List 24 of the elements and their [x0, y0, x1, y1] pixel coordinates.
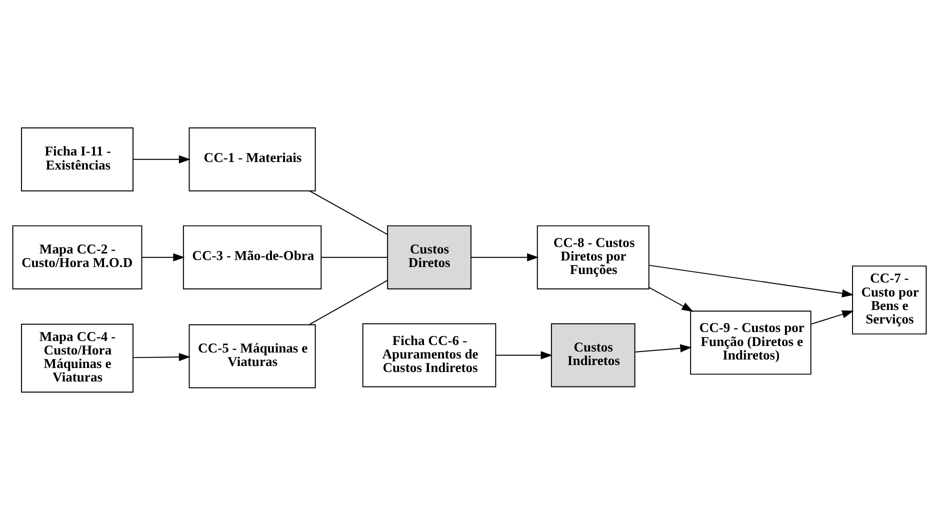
node-box: CC-5 - Máquinas e Viaturas [188, 324, 316, 388]
arrow [810, 310, 854, 325]
node-box: CC-7 - Custo por Bens e Serviços [852, 266, 927, 334]
arrow [141, 253, 185, 262]
connector [320, 256, 388, 258]
node-box: Mapa CC-4 - Custo/Hora Máquinas e Viaturas [21, 324, 134, 393]
node-box: Custos Indiretos [550, 323, 636, 388]
node-box: Custos Diretos [387, 225, 472, 290]
node-box: CC-9 - Custos por Função (Diretos e Indiretos) [690, 310, 812, 375]
arrow [648, 286, 694, 312]
arrow [496, 351, 552, 360]
node-box: Ficha I-11 - Existências [21, 127, 134, 192]
connector [308, 280, 388, 326]
arrow [634, 344, 692, 352]
node-box: CC-1 - Materiais [188, 127, 316, 192]
node-box: Ficha CC-6 - Apuramentos de Custos Indiretos [362, 323, 496, 388]
arrow [132, 155, 191, 164]
node-box: CC-8 - Custos Diretos por Funções [536, 225, 650, 290]
arrow [470, 253, 539, 262]
node-box: CC-3 - Mão-de-Obra [182, 225, 322, 290]
node-box: Mapa CC-2 - Custo/Hora M.O.D [12, 225, 142, 290]
arrow [648, 264, 854, 298]
arrow [132, 352, 191, 362]
connector [309, 190, 388, 235]
